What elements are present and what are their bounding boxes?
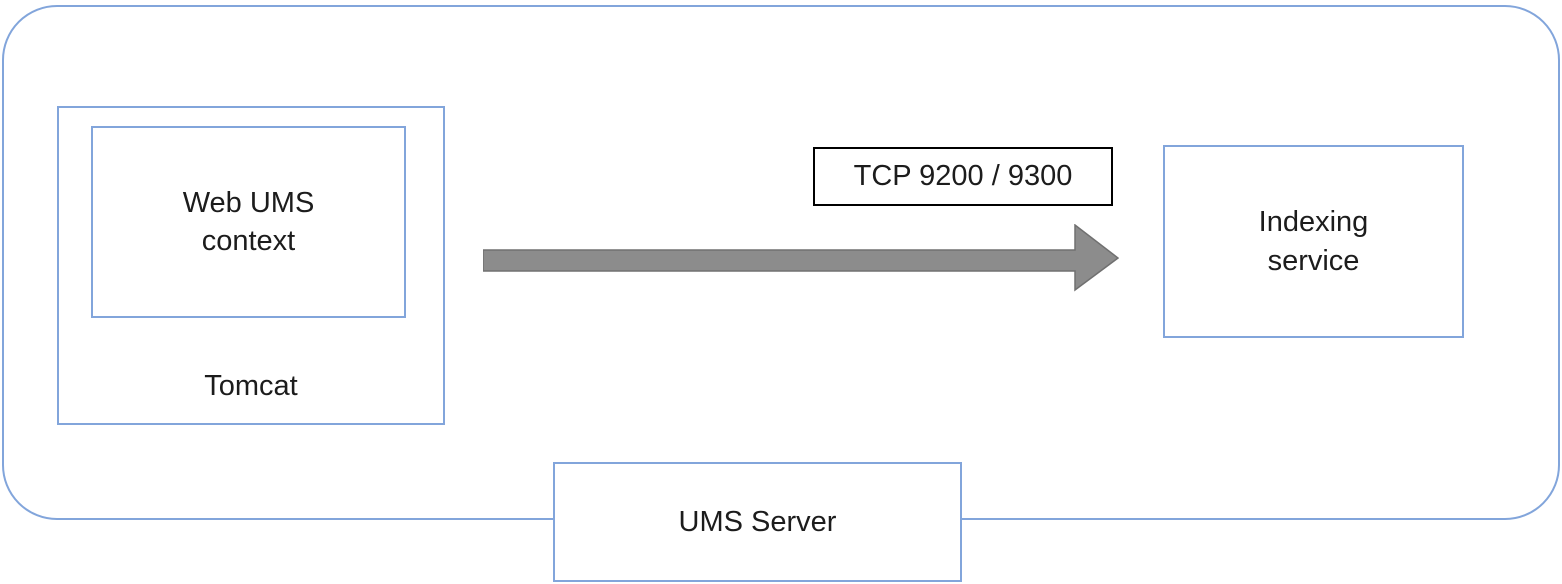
node-indexing-service: Indexing service	[1163, 145, 1464, 338]
node-indexing-service-label: Indexing service	[1258, 206, 1369, 277]
node-ums-server-label: UMS Server	[678, 505, 837, 538]
connection-label-box: TCP 9200 / 9300	[813, 147, 1113, 206]
node-tomcat-label: Tomcat	[204, 369, 298, 402]
node-web-ums-context: Web UMS context	[91, 126, 406, 318]
right-arrow-shape	[483, 224, 1119, 292]
node-web-ums-context-label: Web UMS context	[182, 186, 315, 257]
node-ums-server: UMS Server	[553, 462, 962, 582]
connection-arrow	[483, 224, 1119, 292]
connection-label: TCP 9200 / 9300	[853, 160, 1073, 192]
